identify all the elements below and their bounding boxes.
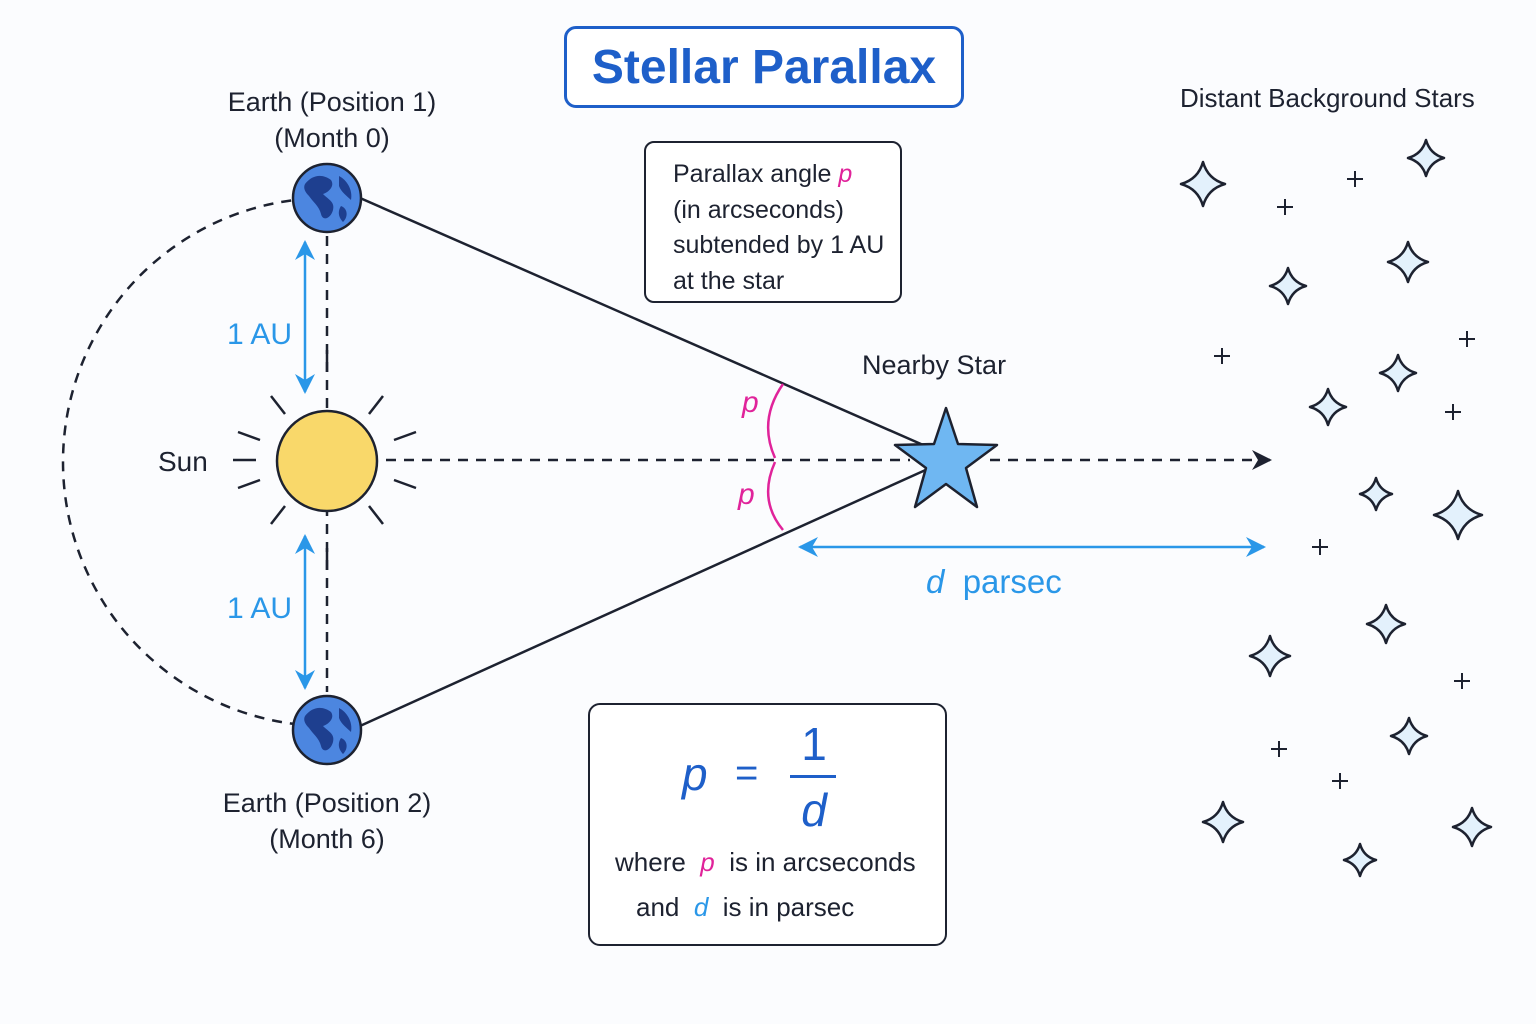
sparkle-plus-icon bbox=[1214, 348, 1230, 364]
sparkle-plus-icon bbox=[1332, 773, 1348, 789]
background-star-icon bbox=[1406, 138, 1446, 178]
background-stars-label: Distant Background Stars bbox=[1180, 83, 1475, 113]
note-symbol-p: p bbox=[838, 160, 853, 188]
background-star-icon bbox=[1342, 842, 1378, 878]
where-suffix: is in arcseconds bbox=[729, 847, 916, 877]
sparkle-plus-icon bbox=[1312, 539, 1328, 555]
earth-position-2-label: Earth (Position 2) (Month 6) bbox=[207, 785, 447, 857]
sparkle-plus-icon bbox=[1454, 673, 1470, 689]
earth-globe-icon bbox=[291, 162, 363, 234]
distance-symbol: d bbox=[926, 563, 945, 600]
sun-icon bbox=[233, 350, 417, 570]
sightline-earth2 bbox=[359, 466, 931, 728]
and-symbol: d bbox=[693, 892, 709, 922]
distance-label: d parsec bbox=[926, 563, 1062, 601]
note-line-4: at the star bbox=[673, 266, 785, 295]
formula-denominator: d bbox=[801, 784, 827, 836]
background-star-icon bbox=[1308, 387, 1348, 427]
formula-numerator: 1 bbox=[801, 718, 827, 770]
background-star-icon bbox=[1378, 353, 1418, 393]
note-line-1: Parallax angle p bbox=[673, 157, 900, 193]
formula-lhs: p bbox=[682, 748, 708, 800]
au-label-top: 1 AU bbox=[227, 318, 293, 351]
background-star-icon bbox=[1386, 240, 1430, 284]
sun-label: Sun bbox=[158, 446, 208, 477]
angle-label-bottom: p bbox=[738, 478, 755, 511]
where-symbol: p bbox=[700, 847, 715, 877]
background-star-icon bbox=[1201, 800, 1245, 844]
page-title: Stellar Parallax bbox=[564, 26, 964, 108]
note-line-1-text: Parallax angle bbox=[673, 160, 832, 188]
sparkle-plus-icon bbox=[1459, 331, 1475, 347]
parallax-arc-bottom bbox=[766, 461, 784, 531]
sparkle-plus-icon bbox=[1445, 404, 1461, 420]
background-star-icon bbox=[1358, 476, 1394, 512]
note-line-3: subtended by 1 AU bbox=[673, 231, 885, 259]
earth-position-1-label: Earth (Position 1) (Month 0) bbox=[212, 84, 452, 156]
parallax-arc-top bbox=[766, 383, 785, 459]
nearby-star-label: Nearby Star bbox=[862, 350, 1007, 380]
formula-fraction-bar bbox=[790, 775, 836, 778]
background-star-field bbox=[1179, 138, 1493, 878]
earth-globe-icon bbox=[291, 694, 363, 766]
sparkle-plus-icon bbox=[1271, 741, 1287, 757]
earth-position-1-name: Earth (Position 1) bbox=[227, 87, 437, 117]
formula-and-line: and d is in parsec bbox=[636, 892, 854, 923]
note-line-2: (in arcseconds) bbox=[673, 195, 844, 224]
and-suffix: is in parsec bbox=[722, 892, 855, 922]
and-prefix: and bbox=[636, 892, 680, 922]
formula-equals: = bbox=[735, 751, 759, 795]
distance-unit: parsec bbox=[962, 563, 1062, 600]
sparkle-plus-icon bbox=[1277, 199, 1293, 215]
earth-position-2-name: Earth (Position 2) bbox=[222, 788, 432, 818]
background-star-icon bbox=[1451, 806, 1493, 848]
background-star-icon bbox=[1432, 489, 1484, 541]
earth-orbit-arc bbox=[61, 196, 328, 728]
earth-position-1-month: (Month 0) bbox=[274, 123, 390, 153]
earth-position-2-month: (Month 6) bbox=[269, 824, 385, 854]
angle-label-top: p bbox=[742, 386, 759, 419]
parallax-note-box: Parallax angle p (in arcseconds) subtend… bbox=[644, 141, 902, 303]
background-star-icon bbox=[1268, 266, 1308, 306]
background-star-icon bbox=[1365, 603, 1407, 645]
au-label-bottom: 1 AU bbox=[227, 592, 293, 625]
where-prefix: where bbox=[615, 847, 686, 877]
background-star-icon bbox=[1389, 716, 1429, 756]
background-star-icon bbox=[1248, 634, 1292, 678]
background-star-icon bbox=[1179, 160, 1227, 208]
sightline-earth1 bbox=[359, 196, 931, 450]
formula-box: p = 1 d where p is in arcseconds and d i… bbox=[588, 703, 947, 946]
sparkle-plus-icon bbox=[1347, 171, 1363, 187]
nearby-star-icon bbox=[893, 406, 999, 509]
formula-where-line: where p is in arcseconds bbox=[615, 847, 916, 878]
